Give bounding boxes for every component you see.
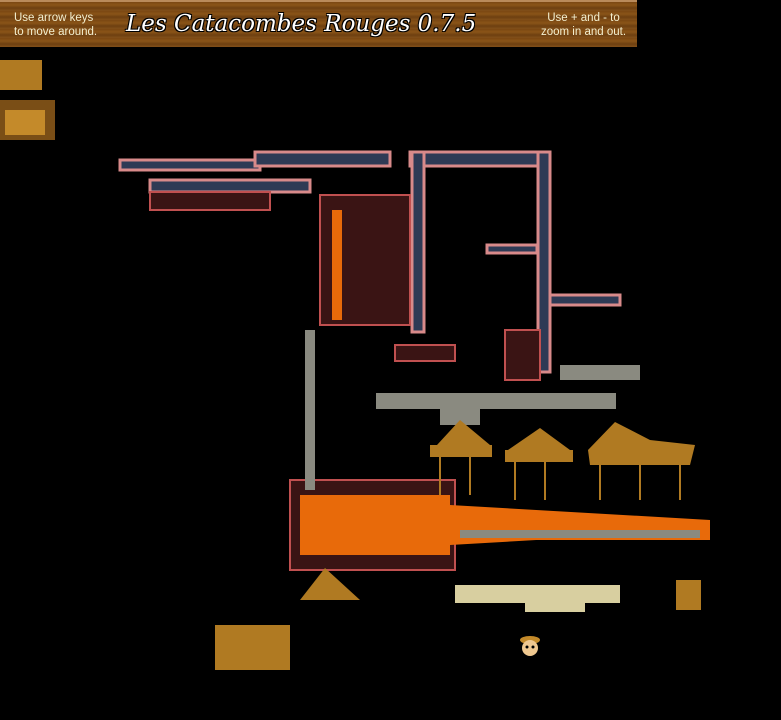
game-title: Les Catacombes Rouges 0.7.5 [126,11,477,37]
player-character [520,636,540,656]
stilts [439,457,681,500]
wooden-huts [215,420,701,670]
hint-line: Use + and - to [547,12,620,24]
sand-platform [455,585,620,612]
blue-corridors [118,150,622,374]
zoom-hint: Use + and - to zoom in and out. [536,11,631,39]
stone-walkways [305,330,700,538]
game-map[interactable] [0,47,781,720]
hint-line: to move around. [14,26,98,38]
top-left-hut [0,60,55,140]
hint-line: Use arrow keys [14,12,94,24]
movement-hint: Use arrow keys to move around. [14,11,114,39]
title-banner: Use arrow keys to move around. Les Catac… [0,0,637,47]
hint-line: zoom in and out. [540,26,627,38]
